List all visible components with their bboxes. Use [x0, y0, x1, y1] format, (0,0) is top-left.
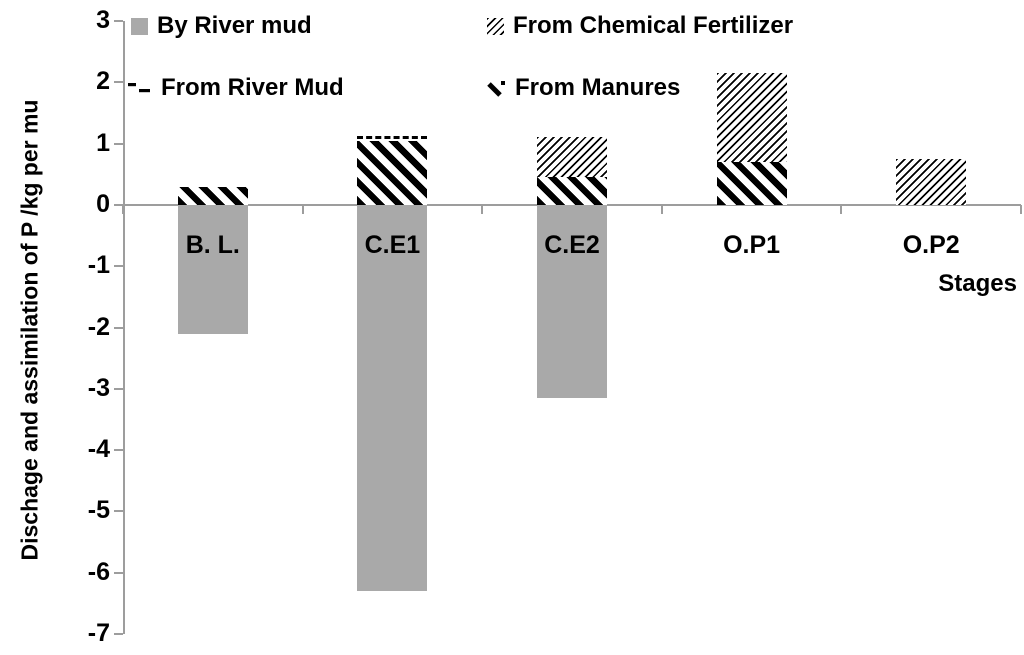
bar-segment-from-chemical-fertilizer [896, 158, 967, 205]
y-tick-label: -2 [87, 312, 110, 341]
legend-label: By River mud [157, 12, 312, 39]
bar-segment-by-river-mud [357, 204, 428, 592]
y-tick-label: 0 [96, 189, 110, 218]
y-tick-label: -5 [87, 496, 110, 525]
x-category-label: B. L. [185, 230, 240, 259]
y-tick-label: -7 [87, 619, 110, 647]
y-tick-mark [114, 20, 123, 22]
x-category-label: C.E2 [544, 230, 600, 259]
y-tick-mark [114, 142, 123, 145]
gray-square-swatch-icon [131, 17, 148, 35]
bar-segment-from-chemical-fertilizer [537, 137, 607, 178]
bar-segment-by-river-mud [177, 204, 248, 334]
bar-segment-from-river-mud [357, 135, 428, 141]
x-tick-mark [481, 204, 484, 214]
x-tick-mark [301, 204, 304, 214]
y-tick-label: -6 [87, 557, 110, 586]
x-category-label: C.E1 [364, 230, 421, 259]
x-tick-mark [840, 204, 843, 214]
legend-label: From Chemical Fertilizer [513, 12, 794, 39]
y-tick-mark [114, 203, 123, 206]
light-diagonal-hatch-swatch-icon [487, 17, 504, 35]
x-category-label: O.P2 [902, 230, 960, 259]
bar-segment-from-chemical-fertilizer [716, 73, 787, 162]
x-category-label: O.P1 [723, 230, 781, 259]
legend-item-from-river-mud: From River Mud [128, 74, 344, 102]
x-tick-mark [1020, 204, 1022, 214]
y-axis-line [123, 21, 125, 634]
bar-segment-from-manures [537, 177, 607, 205]
x-tick-mark [122, 204, 124, 214]
x-tick-mark [660, 204, 663, 214]
legend-item-from-chemical-fertilizer: From Chemical Fertilizer [487, 12, 793, 40]
legend-item-by-river-mud: By River mud [131, 12, 312, 40]
y-tick-mark [114, 510, 123, 513]
y-tick-label: -4 [87, 435, 110, 464]
bar-segment-from-manures [357, 140, 428, 205]
y-tick-mark [114, 326, 123, 329]
bar-segment-from-manures [177, 186, 248, 205]
y-tick-mark [114, 265, 123, 268]
bold-diagonal-hatch-swatch-icon [487, 80, 505, 97]
legend-label: From River Mud [161, 74, 344, 101]
y-tick-label: -1 [87, 251, 110, 280]
y-tick-mark [114, 571, 123, 574]
y-tick-mark [114, 449, 123, 452]
y-tick-label: 2 [96, 67, 110, 96]
bar-segment-from-manures [716, 161, 787, 205]
bar-segment-by-river-mud [537, 204, 607, 398]
dashed-line-swatch-icon [128, 83, 150, 93]
x-axis-title: Stages [938, 270, 1017, 297]
y-tick-mark [114, 387, 123, 390]
legend-item-from-manures: From Manures [487, 74, 680, 102]
legend-label: From Manures [515, 74, 681, 101]
y-tick-label: 3 [96, 6, 110, 34]
y-tick-label: -3 [87, 373, 110, 402]
y-tick-mark [114, 81, 123, 84]
y-tick-mark [114, 633, 123, 635]
y-tick-label: 1 [96, 128, 110, 157]
